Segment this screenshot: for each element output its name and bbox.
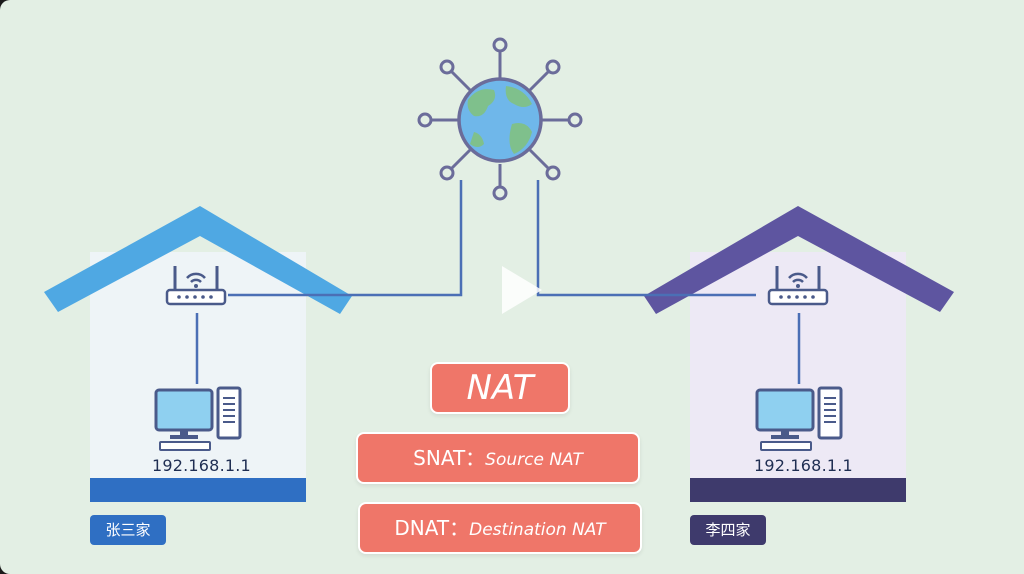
left-house-base — [90, 478, 306, 502]
left-house-roof — [44, 206, 352, 314]
right-house-label: 李四家 — [690, 515, 766, 545]
nat-title-badge: NAT — [430, 362, 570, 414]
dnat-badge: DNAT：Destination NAT — [358, 502, 642, 554]
dnat-label: DNAT： — [394, 516, 470, 540]
globe-icon — [417, 37, 583, 201]
left-uplink-line — [228, 180, 463, 297]
play-icon[interactable] — [502, 266, 542, 314]
router-icon — [165, 266, 227, 306]
snat-label: SNAT： — [413, 446, 486, 470]
right-house-roof — [644, 206, 954, 314]
snat-description: Source NAT — [485, 450, 583, 470]
right-uplink-line — [536, 180, 756, 297]
left-house-label: 张三家 — [90, 515, 166, 545]
left-ip-address: 192.168.1.1 — [152, 456, 251, 475]
snat-badge: SNAT：Source NAT — [356, 432, 640, 484]
computer-icon — [154, 386, 242, 451]
computer-icon — [755, 386, 843, 451]
nat-title: NAT — [466, 368, 534, 408]
router-icon — [767, 266, 829, 306]
right-ip-address: 192.168.1.1 — [754, 456, 853, 475]
network-links — [195, 180, 801, 384]
right-house-base — [690, 478, 906, 502]
dnat-description: Destination NAT — [469, 520, 606, 540]
